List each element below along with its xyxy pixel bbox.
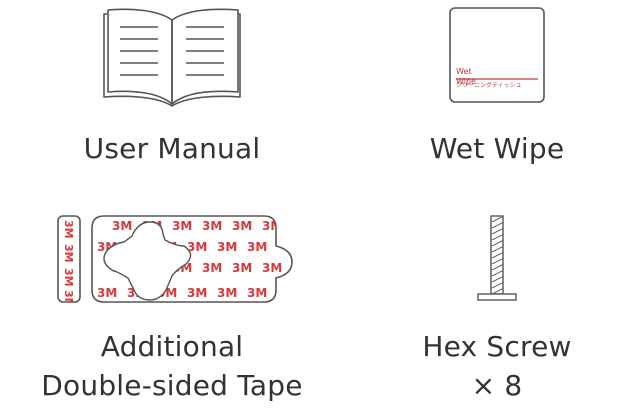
svg-text:3M: 3M (187, 286, 207, 300)
hex-screw-quantity: × 8 (471, 369, 523, 402)
svg-text:3M: 3M (62, 290, 75, 309)
svg-text:3M: 3M (247, 286, 267, 300)
user-manual-label: User Manual (83, 132, 261, 165)
svg-text:3M: 3M (217, 286, 237, 300)
svg-text:3M: 3M (62, 268, 75, 287)
svg-text:3M: 3M (217, 240, 237, 254)
svg-text:3M: 3M (172, 219, 192, 233)
svg-text:3M: 3M (62, 220, 75, 239)
svg-text:3M: 3M (187, 240, 207, 254)
svg-text:3M: 3M (262, 261, 282, 275)
tape-label-line2: Double-sided Tape (41, 369, 303, 402)
svg-text:3M: 3M (112, 219, 132, 233)
tape-label-line1: Additional (100, 330, 244, 363)
svg-text:3M: 3M (232, 219, 252, 233)
wet-wipe-package-text-jp: クリーニングティッシュ (456, 82, 522, 89)
wet-wipe-label: Wet Wipe (429, 132, 565, 165)
svg-text:3M: 3M (232, 261, 252, 275)
svg-text:3M: 3M (202, 219, 222, 233)
svg-text:3M: 3M (202, 261, 222, 275)
svg-text:3M: 3M (97, 286, 117, 300)
wet-wipe-package-text-en: Wet Wipe (456, 67, 476, 86)
hex-screw-label-line1: Hex Screw (422, 330, 572, 363)
svg-text:3M: 3M (247, 240, 267, 254)
svg-text:3M: 3M (62, 244, 75, 263)
